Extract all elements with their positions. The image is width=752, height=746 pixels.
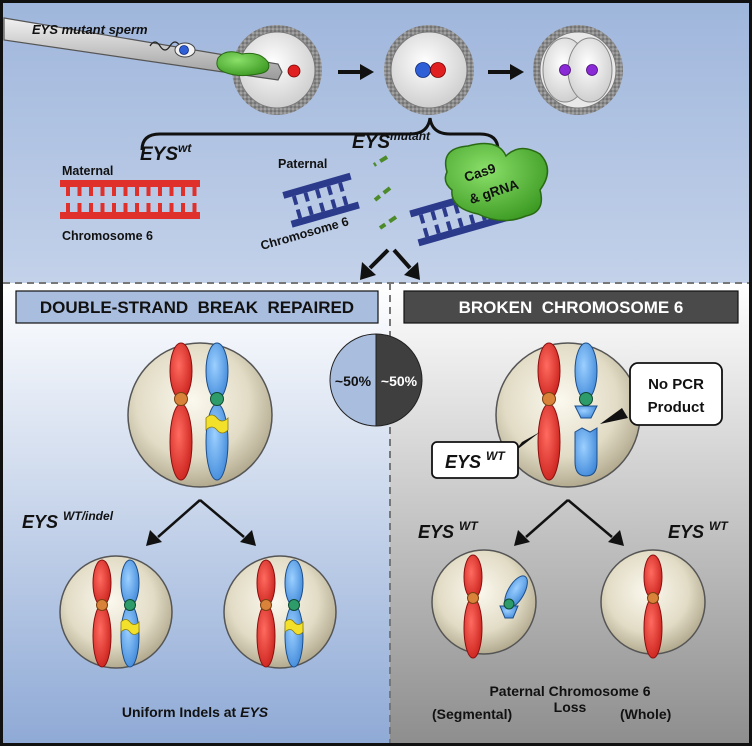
paternal-dna-left [282,172,360,228]
centromere [210,392,224,406]
right-caption-whole: (Whole) [620,706,671,722]
centromere [174,392,188,406]
broken-fragment [574,427,598,477]
paternal-label: Paternal [278,157,327,171]
no-pcr-line2: Product [648,399,705,416]
left-branch-arrows [146,499,256,546]
injection-needle [3,17,283,81]
maternal-chromosome [537,342,561,481]
sperm-tail [149,41,181,51]
centromere [542,392,556,406]
pie-chart: ~50% ~50% [329,333,423,427]
left-panel-header [15,290,379,324]
centromere [579,392,593,406]
break-dashes [372,155,398,230]
daughter-cell-right [223,555,337,669]
right-panel-title: BROKEN CHROMOSOME 6 [459,298,684,317]
egg-two-cell [533,25,623,115]
repaired-cell [127,342,273,488]
arrow-2 [488,64,524,80]
paternal-pronucleus [415,62,431,78]
right-panel-header [403,290,739,324]
cas9-injection-blob [216,51,270,77]
brace [140,117,500,151]
maternal-dna-ladder [60,180,200,219]
right-caption-line1: Paternal Chromosome 6 [489,683,650,699]
right-caption-loss: Loss [554,699,587,715]
fork-arrows [360,248,420,280]
maternal-pronucleus-zygote [430,62,446,78]
pie-label-right: ~50% [381,373,418,389]
eys-wt-label: EYSwt [140,141,192,165]
nucleus-left [559,64,571,76]
nucleus-right [586,64,598,76]
maternal-pronucleus [287,64,301,78]
maternal-label: Maternal [62,164,113,178]
maternal-chromosome [169,342,193,481]
no-pcr-line1: No PCR [648,376,704,393]
sperm-label: EYS mutant sperm [32,22,148,37]
sperm-nucleus [179,45,189,55]
eys-mutant-label: EYSmutant [352,129,431,153]
right-branch-arrows [514,499,624,546]
callout-no-pcr: No PCR Product [600,362,723,426]
right-caption-segmental: (Segmental) [432,706,512,722]
segmental-loss-cell [431,549,537,659]
paternal-chromosome-repaired [205,342,229,481]
pie-slice-broken [375,333,423,427]
maternal-chromosome-label: Chromosome 6 [62,229,153,243]
whole-loss-cell [600,549,706,659]
broken-cell [495,342,641,488]
left-caption: Uniform Indels at EYS [122,704,269,720]
indel-band [205,414,229,434]
left-panel-title: DOUBLE-STRAND BREAK REPAIRED [40,298,354,317]
daughter-cell-left [59,555,173,669]
arrow-1 [338,64,374,80]
egg-zygote [384,25,474,115]
pie-slice-repaired [329,333,377,427]
paternal-chromosome-broken [574,342,598,477]
pie-label-left: ~50% [335,373,372,389]
cas9-grna-complex: Cas9 & gRNA [444,142,549,222]
